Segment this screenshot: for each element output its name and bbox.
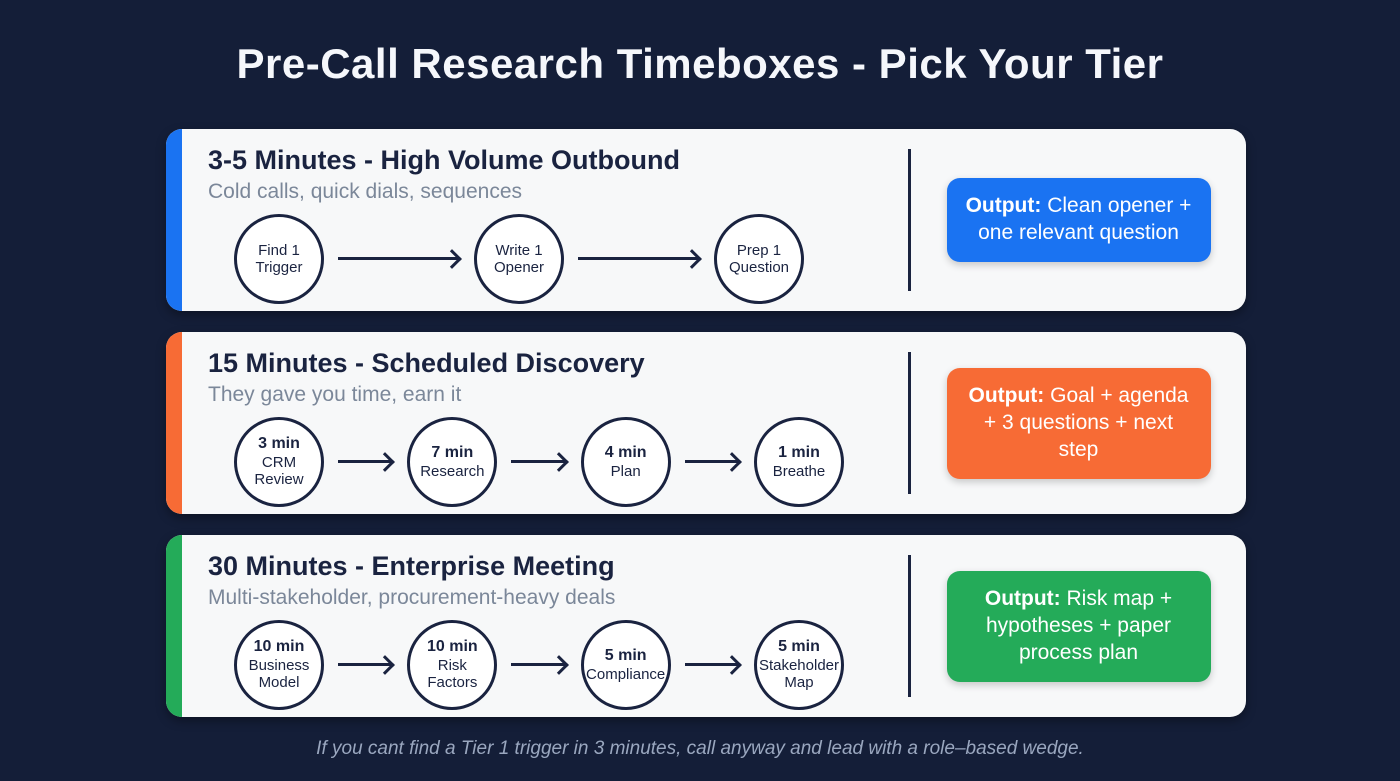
footer-note: If you cant find a Tier 1 trigger in 3 m… <box>316 738 1084 760</box>
card-divider <box>908 555 911 698</box>
output-box: Output: Risk map + hypotheses + paper pr… <box>946 570 1211 682</box>
flow-arrow-icon <box>511 663 567 667</box>
step-label: Write 1 Opener <box>493 241 545 276</box>
step-circle: 7 min Research <box>407 416 498 507</box>
step-label: Risk Factors <box>427 656 478 692</box>
step-flow: Find 1 Trigger Write 1 Opener Prep 1 Que… <box>234 213 804 304</box>
step-label: Prep 1 Question <box>728 241 790 276</box>
step-circle: 5 min Stakeholder Map <box>753 619 844 710</box>
flow-arrow-icon <box>684 460 740 464</box>
step-flow: 10 min Business Model 10 min Risk Factor… <box>234 619 844 710</box>
step-label: Plan <box>610 462 641 480</box>
step-circle: Prep 1 Question <box>714 213 804 304</box>
step-circle: 1 min Breathe <box>753 416 844 507</box>
step-circle: 4 min Plan <box>580 416 671 507</box>
step-circle: Find 1 Trigger <box>234 213 324 304</box>
tier-card-main: 15 Minutes - Scheduled Discovery They ga… <box>182 332 908 514</box>
flow-arrow-icon <box>338 663 394 667</box>
output-text: Clean opener + one relevant question <box>978 194 1192 245</box>
tier-card-main: 3-5 Minutes - High Volume Outbound Cold … <box>182 129 908 311</box>
step-duration: 10 min <box>426 638 478 656</box>
output-label: Output: <box>965 194 1042 218</box>
output-text: Risk map + hypotheses + paper process pl… <box>985 586 1173 664</box>
tier-card-main: 30 Minutes - Enterprise Meeting Multi-st… <box>182 535 908 717</box>
tier-subtitle: They gave you time, earn it <box>208 382 462 406</box>
flow-arrow-icon <box>511 460 567 464</box>
tier-subtitle: Cold calls, quick dials, sequences <box>208 179 522 203</box>
flow-arrow-icon <box>578 257 700 261</box>
step-circle: Write 1 Opener <box>474 213 564 304</box>
output-label: Output: <box>984 586 1061 610</box>
output-box: Output: Goal + agenda + 3 questions + ne… <box>946 367 1211 479</box>
step-circle: 5 min Compliance <box>580 619 671 710</box>
step-duration: 4 min <box>604 444 647 462</box>
step-duration: 3 min <box>258 435 300 453</box>
tier-subtitle: Multi-stakeholder, procurement-heavy dea… <box>208 585 616 609</box>
output-box: Output: Clean opener + one relevant ques… <box>946 178 1211 263</box>
output-area: Output: Clean opener + one relevant ques… <box>911 129 1246 311</box>
step-circle: 10 min Risk Factors <box>407 619 498 710</box>
step-duration: 1 min <box>778 444 820 462</box>
tier-accent-bar <box>166 535 182 718</box>
page-title: Pre-Call Research Timeboxes - Pick Your … <box>236 40 1164 87</box>
tier-title: 3-5 Minutes - High Volume Outbound <box>208 145 680 176</box>
step-label: Research <box>420 462 485 480</box>
step-circle: 3 min CRM Review <box>234 416 324 507</box>
flow-arrow-icon <box>338 460 394 464</box>
tier-card-enterprise-meeting: 30 Minutes - Enterprise Meeting Multi-st… <box>166 535 1246 718</box>
tier-accent-bar <box>166 332 182 515</box>
tier-card-scheduled-discovery: 15 Minutes - Scheduled Discovery They ga… <box>166 332 1246 515</box>
tier-accent-bar <box>166 129 182 312</box>
step-flow: 3 min CRM Review 7 min Research 4 min Pl… <box>234 416 844 507</box>
output-area: Output: Goal + agenda + 3 questions + ne… <box>911 332 1246 514</box>
step-label: Stakeholder Map <box>758 656 840 692</box>
step-duration: 5 min <box>604 647 647 665</box>
tier-title: 30 Minutes - Enterprise Meeting <box>208 551 615 582</box>
step-duration: 10 min <box>253 638 305 656</box>
step-label: Compliance <box>586 665 666 683</box>
output-label: Output: <box>968 383 1045 407</box>
step-label: Business Model <box>248 656 310 692</box>
flow-arrow-icon <box>338 257 460 261</box>
flow-arrow-icon <box>684 663 740 667</box>
step-duration: 7 min <box>431 444 474 462</box>
output-text: Goal + agenda + 3 questions + next step <box>983 383 1189 461</box>
step-duration: 5 min <box>778 638 820 656</box>
step-label: Find 1 Trigger <box>255 241 303 276</box>
tier-cards-container: 3-5 Minutes - High Volume Outbound Cold … <box>166 129 1246 718</box>
card-divider <box>908 149 911 292</box>
tier-title: 15 Minutes - Scheduled Discovery <box>208 348 645 379</box>
step-label: CRM Review <box>254 453 304 489</box>
tier-card-high-volume-outbound: 3-5 Minutes - High Volume Outbound Cold … <box>166 129 1246 312</box>
output-area: Output: Risk map + hypotheses + paper pr… <box>911 535 1246 717</box>
step-label: Breathe <box>772 462 826 480</box>
card-divider <box>908 352 911 495</box>
step-circle: 10 min Business Model <box>234 619 324 710</box>
